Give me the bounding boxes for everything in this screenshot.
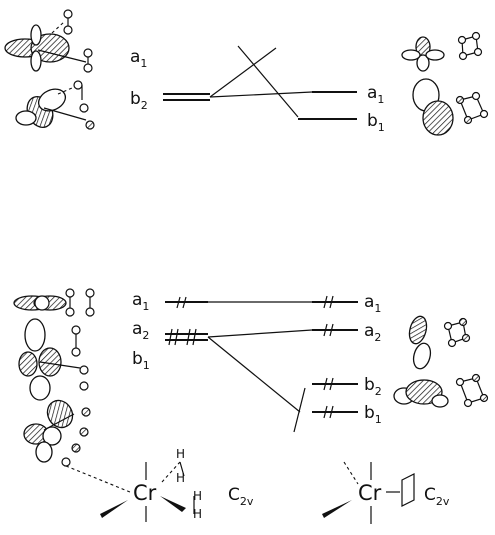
electron-pair [174, 328, 179, 346]
left-complex-symmetry: C2v [228, 485, 254, 508]
wedge-bond [322, 500, 352, 518]
bottom-right-label-a1: a1 [364, 292, 381, 315]
electron-pair [329, 377, 334, 391]
bottom-panel: a1 a2 b1 a1 a2 b2 b1 [13, 288, 489, 524]
top-right-label-b1: b1 [367, 111, 385, 134]
electron-pair [192, 328, 197, 346]
left-complex-h: H [193, 507, 202, 521]
bottom-right-orbital-b2 [393, 373, 489, 408]
correlation-line [207, 336, 301, 413]
electron-pair [323, 405, 328, 419]
top-panel: a1 b2 a1 b1 [4, 9, 489, 136]
correlation-line [209, 91, 313, 98]
wedge-bond [100, 500, 128, 518]
electron-pair [329, 323, 334, 337]
left-complex: Cr H H H H C2v [100, 447, 254, 522]
left-complex-h: H [176, 447, 185, 461]
electron-pair [176, 296, 181, 309]
bottom-right-label-a2: a2 [364, 321, 381, 344]
right-complex-metal: Cr [358, 481, 382, 505]
top-right-orbital-a1 [401, 31, 483, 72]
top-right-orbital-b1 [412, 78, 489, 136]
bottom-left-label-a1: a1 [132, 290, 149, 313]
bottom-left-label-a2: a2 [132, 319, 149, 342]
electron-pair [182, 296, 187, 309]
correlation-line [209, 47, 277, 98]
electron-pair [329, 295, 334, 309]
electron-pair [323, 377, 328, 391]
bottom-right-label-b2: b2 [364, 375, 382, 398]
top-left-orbital-b2 [15, 80, 95, 130]
wedge-bond [160, 496, 186, 512]
correlation-line [293, 387, 306, 433]
bottom-right-label-b1: b1 [364, 403, 382, 426]
top-left-orbital-a1 [4, 9, 93, 73]
correlation-line [237, 45, 299, 118]
right-complex-symmetry: C2v [424, 485, 450, 508]
bottom-left-label-b1: b1 [132, 349, 150, 372]
correlation-line [207, 329, 313, 338]
electron-pair [168, 328, 173, 346]
electron-pair [323, 295, 328, 309]
top-right-label-a1: a1 [367, 83, 384, 106]
top-left-label-a1: a1 [130, 47, 147, 70]
electron-pair [329, 405, 334, 419]
top-left-label-b2: b2 [130, 89, 148, 112]
right-complex: Cr C2v [322, 461, 450, 524]
bottom-right-orbital-a2 [408, 315, 471, 370]
electron-pair [186, 328, 191, 346]
electron-pair [323, 323, 328, 337]
left-complex-h: H [193, 489, 202, 503]
bottom-left-orbital-a1 [13, 288, 95, 317]
left-complex-metal: Cr [133, 481, 157, 505]
bottom-left-orbital-a2 [18, 318, 89, 401]
left-complex-h: H [176, 471, 185, 485]
bottom-left-orbital-b1 [23, 399, 131, 493]
